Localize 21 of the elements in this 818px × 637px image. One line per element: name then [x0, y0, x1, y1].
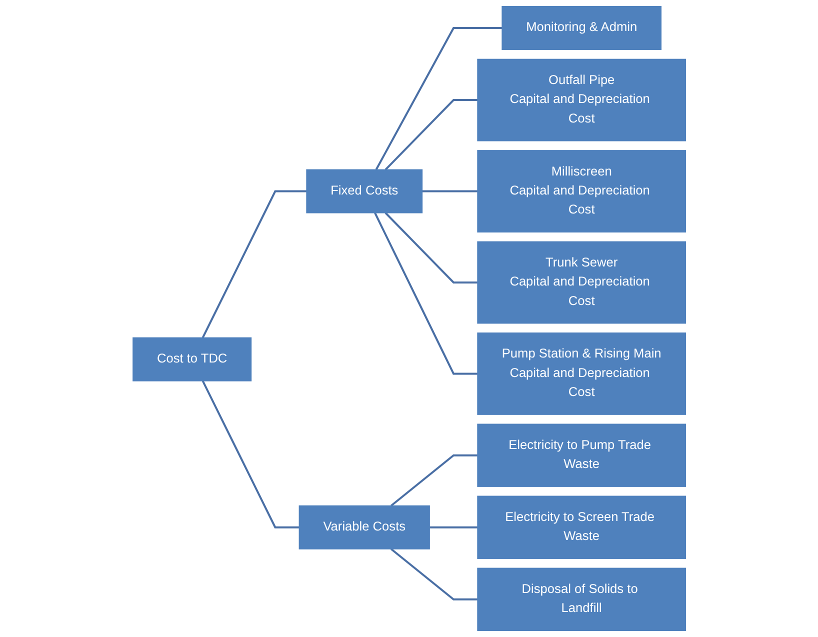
node-box: Electricity to Screen Trade Waste: [476, 496, 686, 559]
node-box: Electricity to Pump Trade Waste: [476, 424, 686, 487]
connector: [429, 526, 478, 528]
connector: [384, 212, 478, 284]
node-box: Fixed Costs: [306, 169, 422, 214]
node-box: Disposal of Solids to Landfill: [476, 568, 686, 631]
node-box: Variable Costs: [298, 505, 430, 550]
connector: [384, 99, 478, 170]
connector: [374, 212, 478, 375]
connector: [202, 380, 299, 528]
connector: [390, 548, 478, 600]
node-box: Outfall Pipe Capital and Depreciation Cost: [476, 58, 686, 142]
node-box: Cost to TDC: [132, 337, 252, 382]
connector: [422, 190, 478, 192]
node-box: Milliscreen Capital and Depreciation Cost: [476, 150, 686, 232]
connector: [390, 454, 478, 507]
connector: [202, 190, 306, 338]
connector: [375, 27, 502, 170]
node-box: Pump Station & Rising Main Capital and Depreciation Cost: [476, 332, 686, 415]
node-box: Trunk Sewer Capital and Depreciation Cost: [476, 241, 686, 324]
node-box: Monitoring & Admin: [501, 6, 662, 50]
